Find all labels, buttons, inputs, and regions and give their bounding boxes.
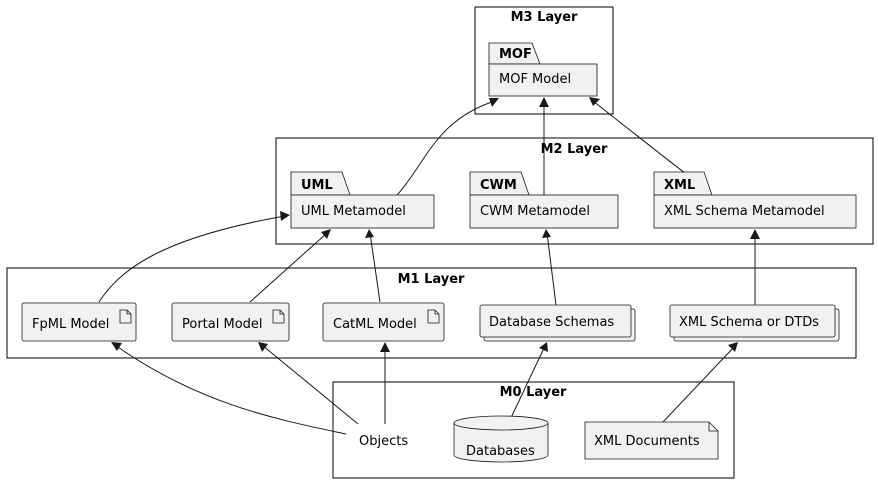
m2-layer-title: M2 Layer (541, 142, 608, 157)
element-label: MOF Model (499, 72, 571, 87)
package-name: CWM (480, 178, 517, 193)
arrowhead-databases-to-dbschemas (539, 342, 548, 352)
arrowhead-fpml-to-uml (280, 211, 290, 221)
arrowhead-xmlschemas-to-xmlmeta (750, 229, 760, 239)
arrowhead-cwm-to-mof (539, 97, 549, 107)
arrowhead-objects-to-portal (258, 342, 268, 352)
edge-objects-to-portal (261, 344, 359, 425)
artifact-catml: CatML Model (322, 302, 445, 342)
element-label: UML Metamodel (301, 204, 406, 219)
collection-database-schemas: Database Schemas (479, 304, 636, 342)
element-label: CWM Metamodel (480, 204, 590, 219)
database-cylinder (453, 415, 549, 463)
arrowhead-catml-to-uml (365, 229, 374, 238)
artifact-portal: Portal Model (171, 302, 290, 342)
package-body (653, 194, 857, 229)
file-label: XML Documents (594, 434, 700, 449)
collection-front-card (669, 304, 836, 338)
artifact-label: CatML Model (333, 317, 417, 332)
database-label: Databases (466, 444, 535, 459)
file-shape (584, 421, 719, 460)
package-uml: UML UML Metamodel (290, 171, 435, 229)
arrowhead-xmldocs-to-xmlschemas (728, 342, 738, 352)
collection-label: XML Schema or DTDs (679, 315, 819, 330)
edge-uml-to-mof (396, 100, 496, 196)
artifact-box (171, 302, 290, 342)
file-xml-documents: XML Documents (584, 421, 719, 460)
artifact-fpml: FpML Model (21, 302, 137, 342)
artifact-label: FpML Model (32, 317, 109, 332)
arrowhead-objects-to-catml (380, 342, 390, 352)
artifact-box (322, 302, 445, 342)
arrowhead-dbschemas-to-cwm (542, 229, 551, 238)
arrowhead-uml-to-mof (489, 98, 499, 107)
database-top-rim (453, 422, 549, 431)
collection-xml-schemas: XML Schema or DTDs (669, 304, 840, 342)
package-body (469, 194, 619, 229)
package-cwm: CWM CWM Metamodel (469, 171, 619, 229)
collection-front-card (479, 304, 632, 338)
edge-dbschemas-to-cwm (546, 232, 557, 306)
edge-portal-to-uml (249, 232, 328, 303)
artifact-label: Portal Model (182, 317, 263, 332)
artifact-icon (119, 309, 132, 324)
node-objects: Objects (359, 434, 408, 449)
objects-label: Objects (359, 434, 408, 449)
package-xml: XML XML Schema Metamodel (653, 171, 857, 229)
edges (98, 97, 760, 435)
artifact-icon (272, 309, 285, 324)
edge-objects-to-fpml (114, 344, 347, 435)
arrowhead-portal-to-uml (321, 229, 331, 239)
arrowhead-xml-to-mof (589, 97, 600, 106)
package-name: XML (664, 178, 695, 193)
collection-label: Database Schemas (489, 315, 614, 330)
artifact-icon (427, 309, 440, 324)
m1-layer-title: M1 Layer (398, 272, 465, 287)
artifact-box (21, 302, 137, 342)
package-body (290, 194, 435, 229)
arrowhead-objects-to-fpml (111, 342, 122, 351)
element-label: XML Schema Metamodel (664, 204, 825, 219)
package-name: UML (301, 178, 333, 193)
package-name: MOF (499, 47, 532, 62)
edge-catml-to-uml (369, 232, 381, 303)
package-mof: MOF MOF Model (488, 42, 598, 97)
file-fold (708, 422, 718, 432)
edge-fpml-to-uml (98, 215, 286, 303)
edge-databases-to-dbschemas (508, 345, 546, 423)
edge-xmldocs-to-xmlschemas (662, 345, 736, 423)
package-body (488, 63, 598, 97)
m0-layer-title: M0 Layer (500, 385, 567, 400)
database-databases: Databases (453, 415, 549, 463)
m3-layer-title: M3 Layer (511, 10, 578, 25)
